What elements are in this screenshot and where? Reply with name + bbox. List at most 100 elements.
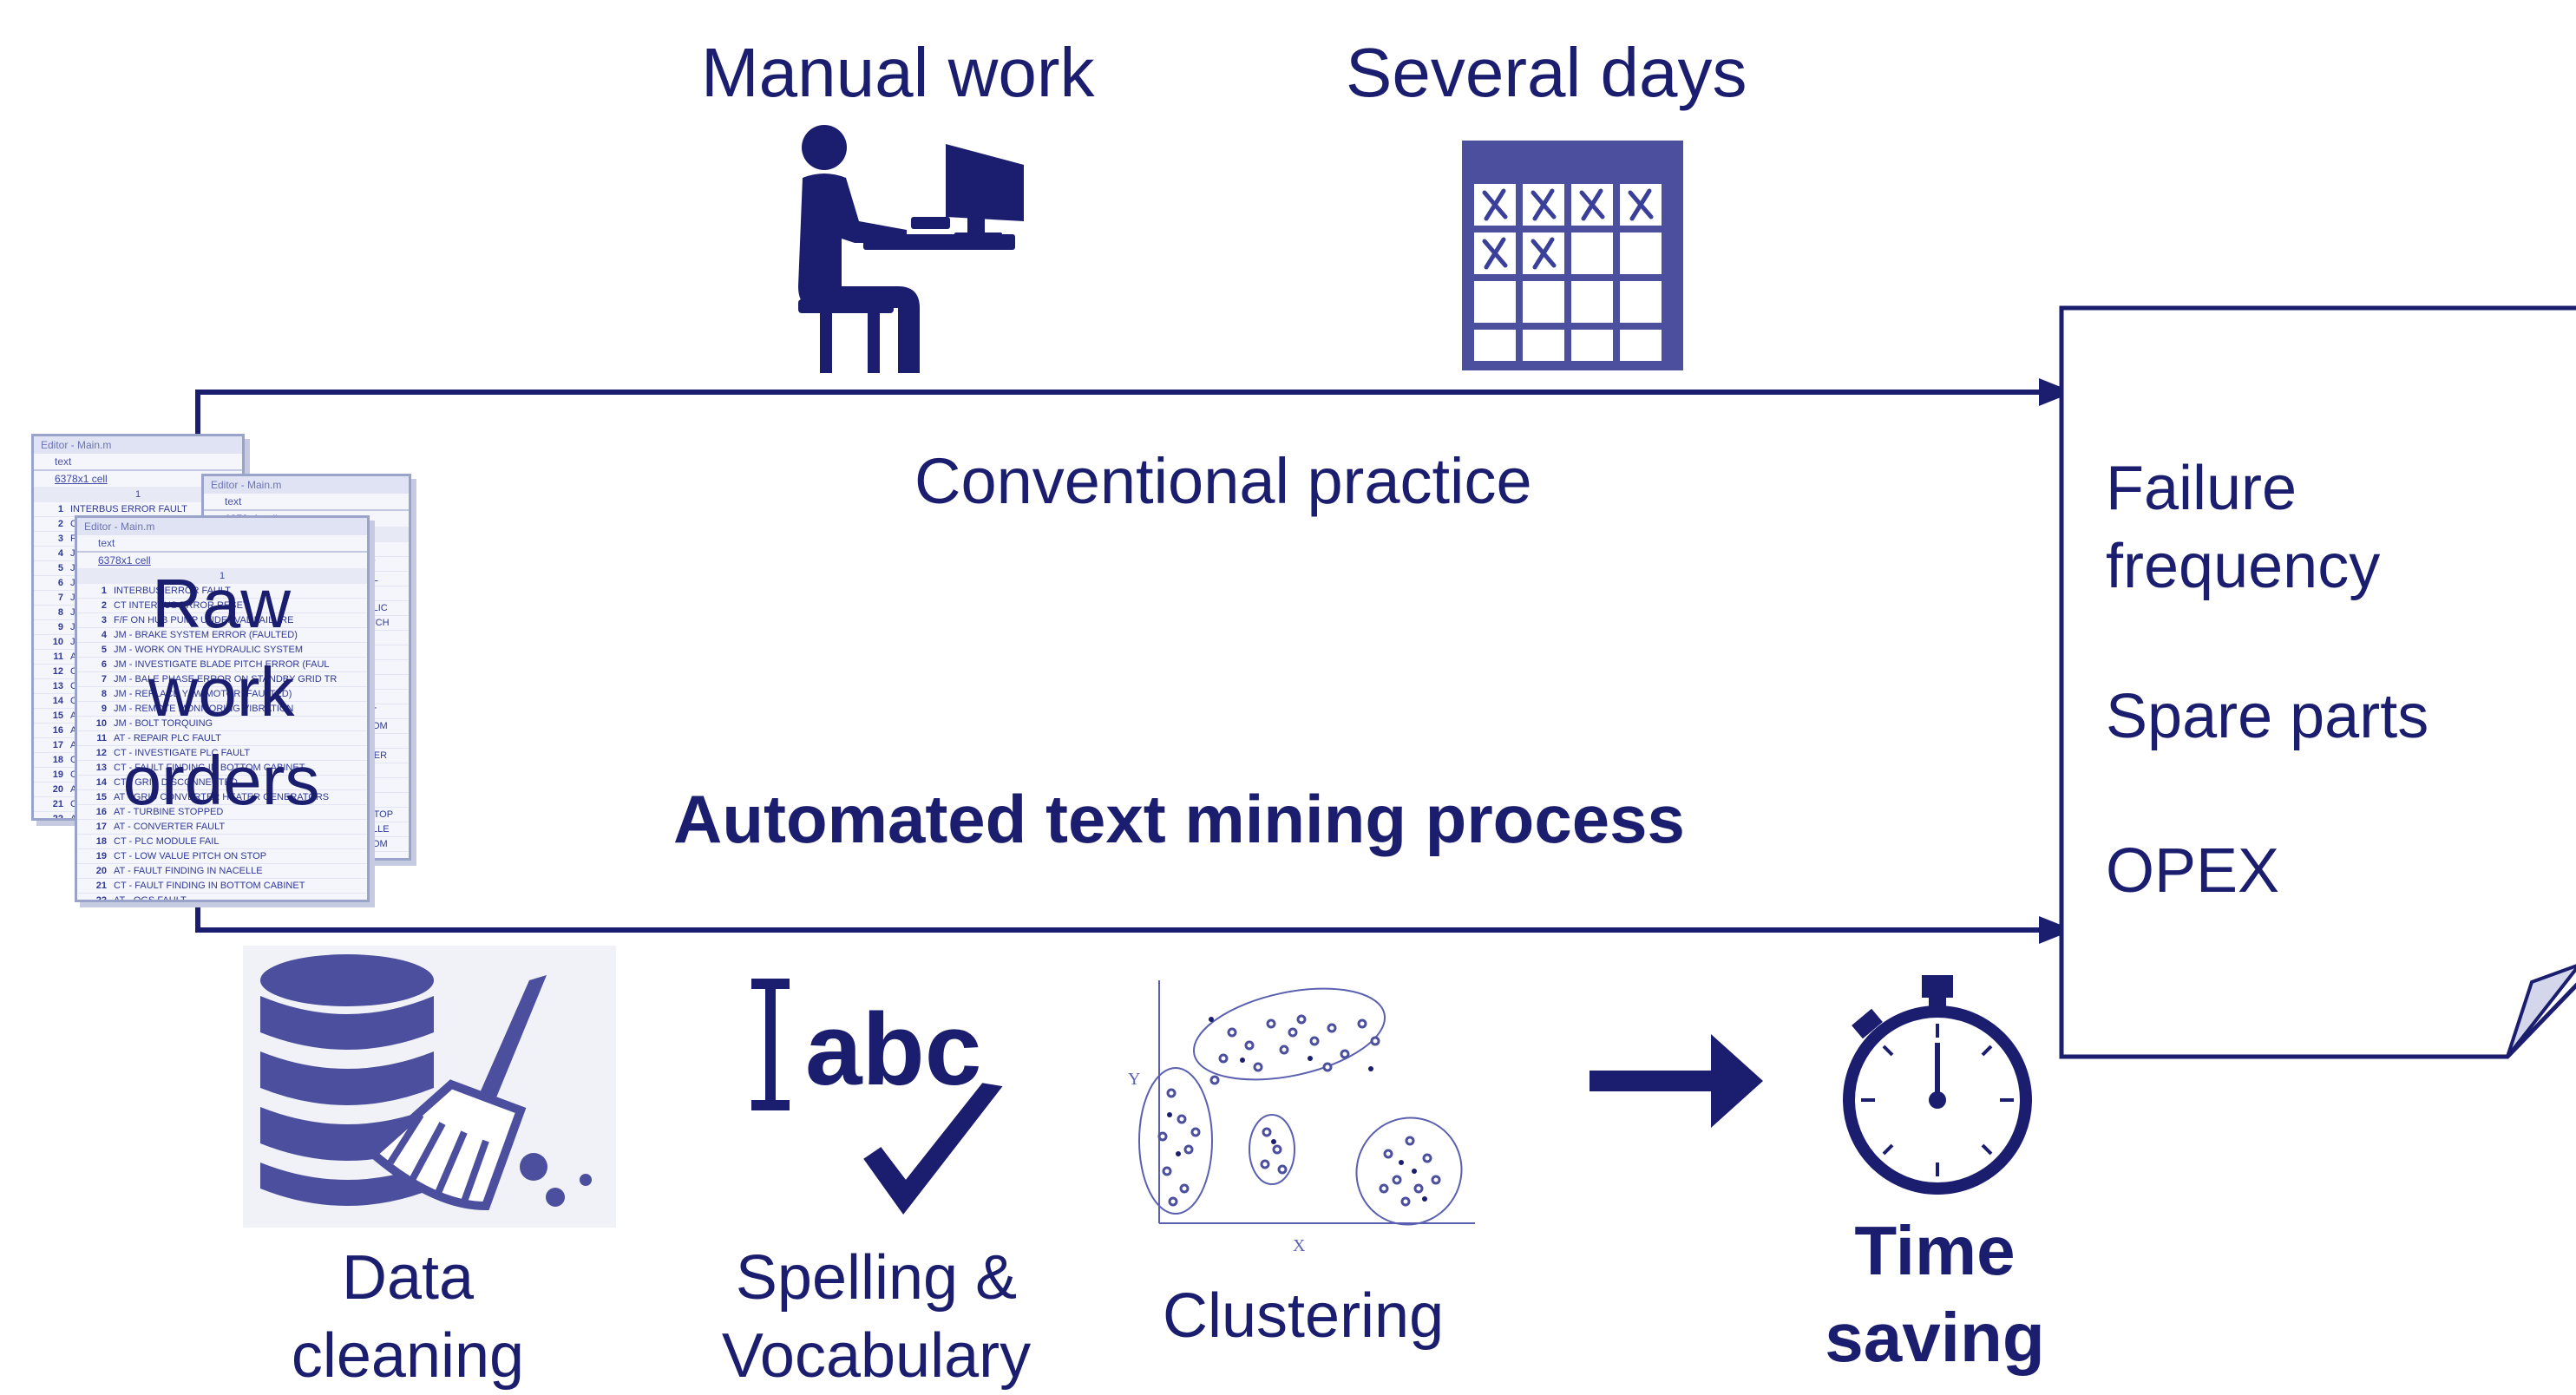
editor-row-number: 4 (101, 630, 107, 640)
editor-row-number: 8 (57, 607, 63, 618)
editor-title: Editor - Main.m (34, 436, 242, 454)
editor-row: 19 CT - LOW VALUE PITCH ON STOP (77, 849, 367, 864)
editor-row-text: JM - INVESTIGATE BLADE PITCH ERROR (FAUL (114, 659, 330, 670)
editor-row-number: 22 (95, 895, 107, 902)
editor-row-number: 13 (95, 763, 107, 773)
editor-size: 6378x1 cell (55, 473, 108, 485)
editor-row-text: AT - GRID CONVERTER HEATER GENERATORS (114, 792, 330, 802)
abc-glyph: abc (805, 992, 981, 1107)
person-at-computer-icon (798, 125, 1024, 373)
spelling-vocabulary-label: Spelling & Vocabulary (685, 1239, 1067, 1395)
data-cleaning-line-1: Data (341, 1243, 475, 1313)
several-days-label: Several days (1346, 34, 1747, 111)
editor-row-text: JM - BRAKE SYSTEM ERROR (FAULTED) (114, 630, 298, 640)
database-broom-icon (243, 946, 616, 1228)
editor-tab: text (34, 454, 242, 471)
editor-row-number: 16 (52, 725, 63, 736)
editor-row-text: JM - REMOTE MONITORING VIBRATION (114, 704, 294, 714)
editor-row-number: 2 (101, 600, 107, 611)
editor-row: 21 CT - FAULT FINDING IN BOTTOM CABINET (77, 879, 367, 894)
editor-row: 16 AT - TURBINE STOPPED (77, 805, 367, 820)
editor-row-text: AT - FAULT FINDING IN NACELLE (114, 866, 263, 876)
data-cleaning-line-2: cleaning (291, 1321, 525, 1391)
clustering-label: Clustering (1163, 1281, 1445, 1351)
editor-row-number: 8 (101, 689, 107, 699)
conventional-practice-label: Conventional practice (914, 445, 1532, 517)
editor-row-number: 9 (101, 704, 107, 714)
editor-row-number: 16 (95, 807, 107, 817)
editor-row-number: 20 (95, 866, 107, 876)
editor-row-text: AT - CONVERTER FAULT (114, 822, 226, 832)
automated-arrow (195, 885, 2074, 944)
editor-row-number: 11 (96, 733, 107, 743)
editor-row-text: JM - BOLT TORQUING (114, 718, 213, 729)
spelling-line-1: Spelling & (735, 1243, 1018, 1313)
editor-column-header: 1 (34, 487, 242, 502)
raw-work-orders-label: Raw work orders (121, 560, 321, 825)
editor-row-number: 3 (101, 615, 107, 625)
document-icon (2059, 305, 2576, 1059)
editor-size: 6378x1 cell (98, 554, 151, 567)
editor-row-text: CT - INVESTIGATE PLC FAULT (114, 748, 251, 758)
editor-row-number: 3 (57, 534, 63, 544)
editor-row-number: 15 (52, 711, 63, 721)
editor-row-number: 19 (52, 770, 63, 780)
editor-row-number: 9 (57, 622, 63, 632)
editor-row-text: CT - GRID DISCONNECTED (114, 777, 238, 788)
conventional-arrow (195, 378, 2074, 436)
editor-row-number: 7 (101, 674, 107, 684)
time-saving-line-1: Time (1854, 1212, 2016, 1289)
editor-row-number: 17 (95, 822, 107, 832)
editor-title: Editor - Main.m (77, 518, 367, 535)
editor-row-number: 18 (95, 836, 107, 847)
editor-row: 18 CT - PLC MODULE FAIL (77, 835, 367, 849)
editor-row-number: 21 (52, 799, 63, 809)
editor-row-number: 17 (52, 740, 63, 750)
editor-row: 5 JM - WORK ON THE HYDRAULIC SYSTEM (77, 643, 367, 658)
editor-row: 4 JM - BRAKE SYSTEM ERROR (FAULTED) (77, 628, 367, 643)
editor-row-text: CT - PLC MODULE FAIL (114, 836, 220, 847)
editor-tab: text (77, 535, 367, 553)
editor-row-number: 20 (52, 784, 63, 795)
editor-row: 12 CT - INVESTIGATE PLC FAULT (77, 746, 367, 761)
editor-row-number: 12 (95, 748, 107, 758)
editor-row-number: 18 (52, 755, 63, 765)
editor-row-number: 1 (57, 504, 63, 514)
editor-row-number: 10 (52, 637, 63, 647)
editor-row-number: 19 (95, 851, 107, 861)
editor-row-number: 22 (52, 814, 63, 821)
editor-row-number: 2 (57, 519, 63, 529)
raw-work-orders-line-3: orders (122, 742, 320, 819)
editor-row-number: 6 (57, 578, 63, 588)
editor-row-text: CT - LOW VALUE PITCH ON STOP (114, 851, 267, 861)
editor-row-number: 12 (52, 666, 63, 677)
output-item-failure: Failure (2106, 454, 2297, 523)
editor-row-number: 6 (101, 659, 107, 670)
editor-row: 17 AT - CONVERTER FAULT (77, 820, 367, 835)
editor-row-text: JM - WORK ON THE HYDRAULIC SYSTEM (114, 645, 303, 655)
editor-row-number: 11 (53, 652, 63, 662)
editor-row-text: INTERBUS ERROR FAULT (114, 586, 231, 596)
editor-row-text: AT - TURBINE STOPPED (114, 807, 224, 817)
editor-row-text: CT - FAULT FINDING IN BOTTOM CABINET (114, 881, 305, 891)
editor-row: 6 JM - INVESTIGATE BLADE PITCH ERROR (FAU… (77, 658, 367, 672)
editor-row-number: 15 (95, 792, 107, 802)
editor-row-number: 4 (57, 548, 63, 559)
editor-row: 15 AT - GRID CONVERTER HEATER GENERATORS (77, 790, 367, 805)
editor-row: 10 JM - BOLT TORQUING (77, 717, 367, 731)
editor-row-number: 5 (101, 645, 107, 655)
editor-row-number: 21 (95, 881, 107, 891)
scatter-axis-y: Y (1128, 1070, 1140, 1089)
raw-work-orders-line-1: Raw (151, 565, 292, 642)
spellcheck-icon: abc (751, 979, 1013, 1224)
right-arrow-icon (1590, 1034, 1763, 1128)
editor-row-number: 10 (95, 718, 107, 729)
